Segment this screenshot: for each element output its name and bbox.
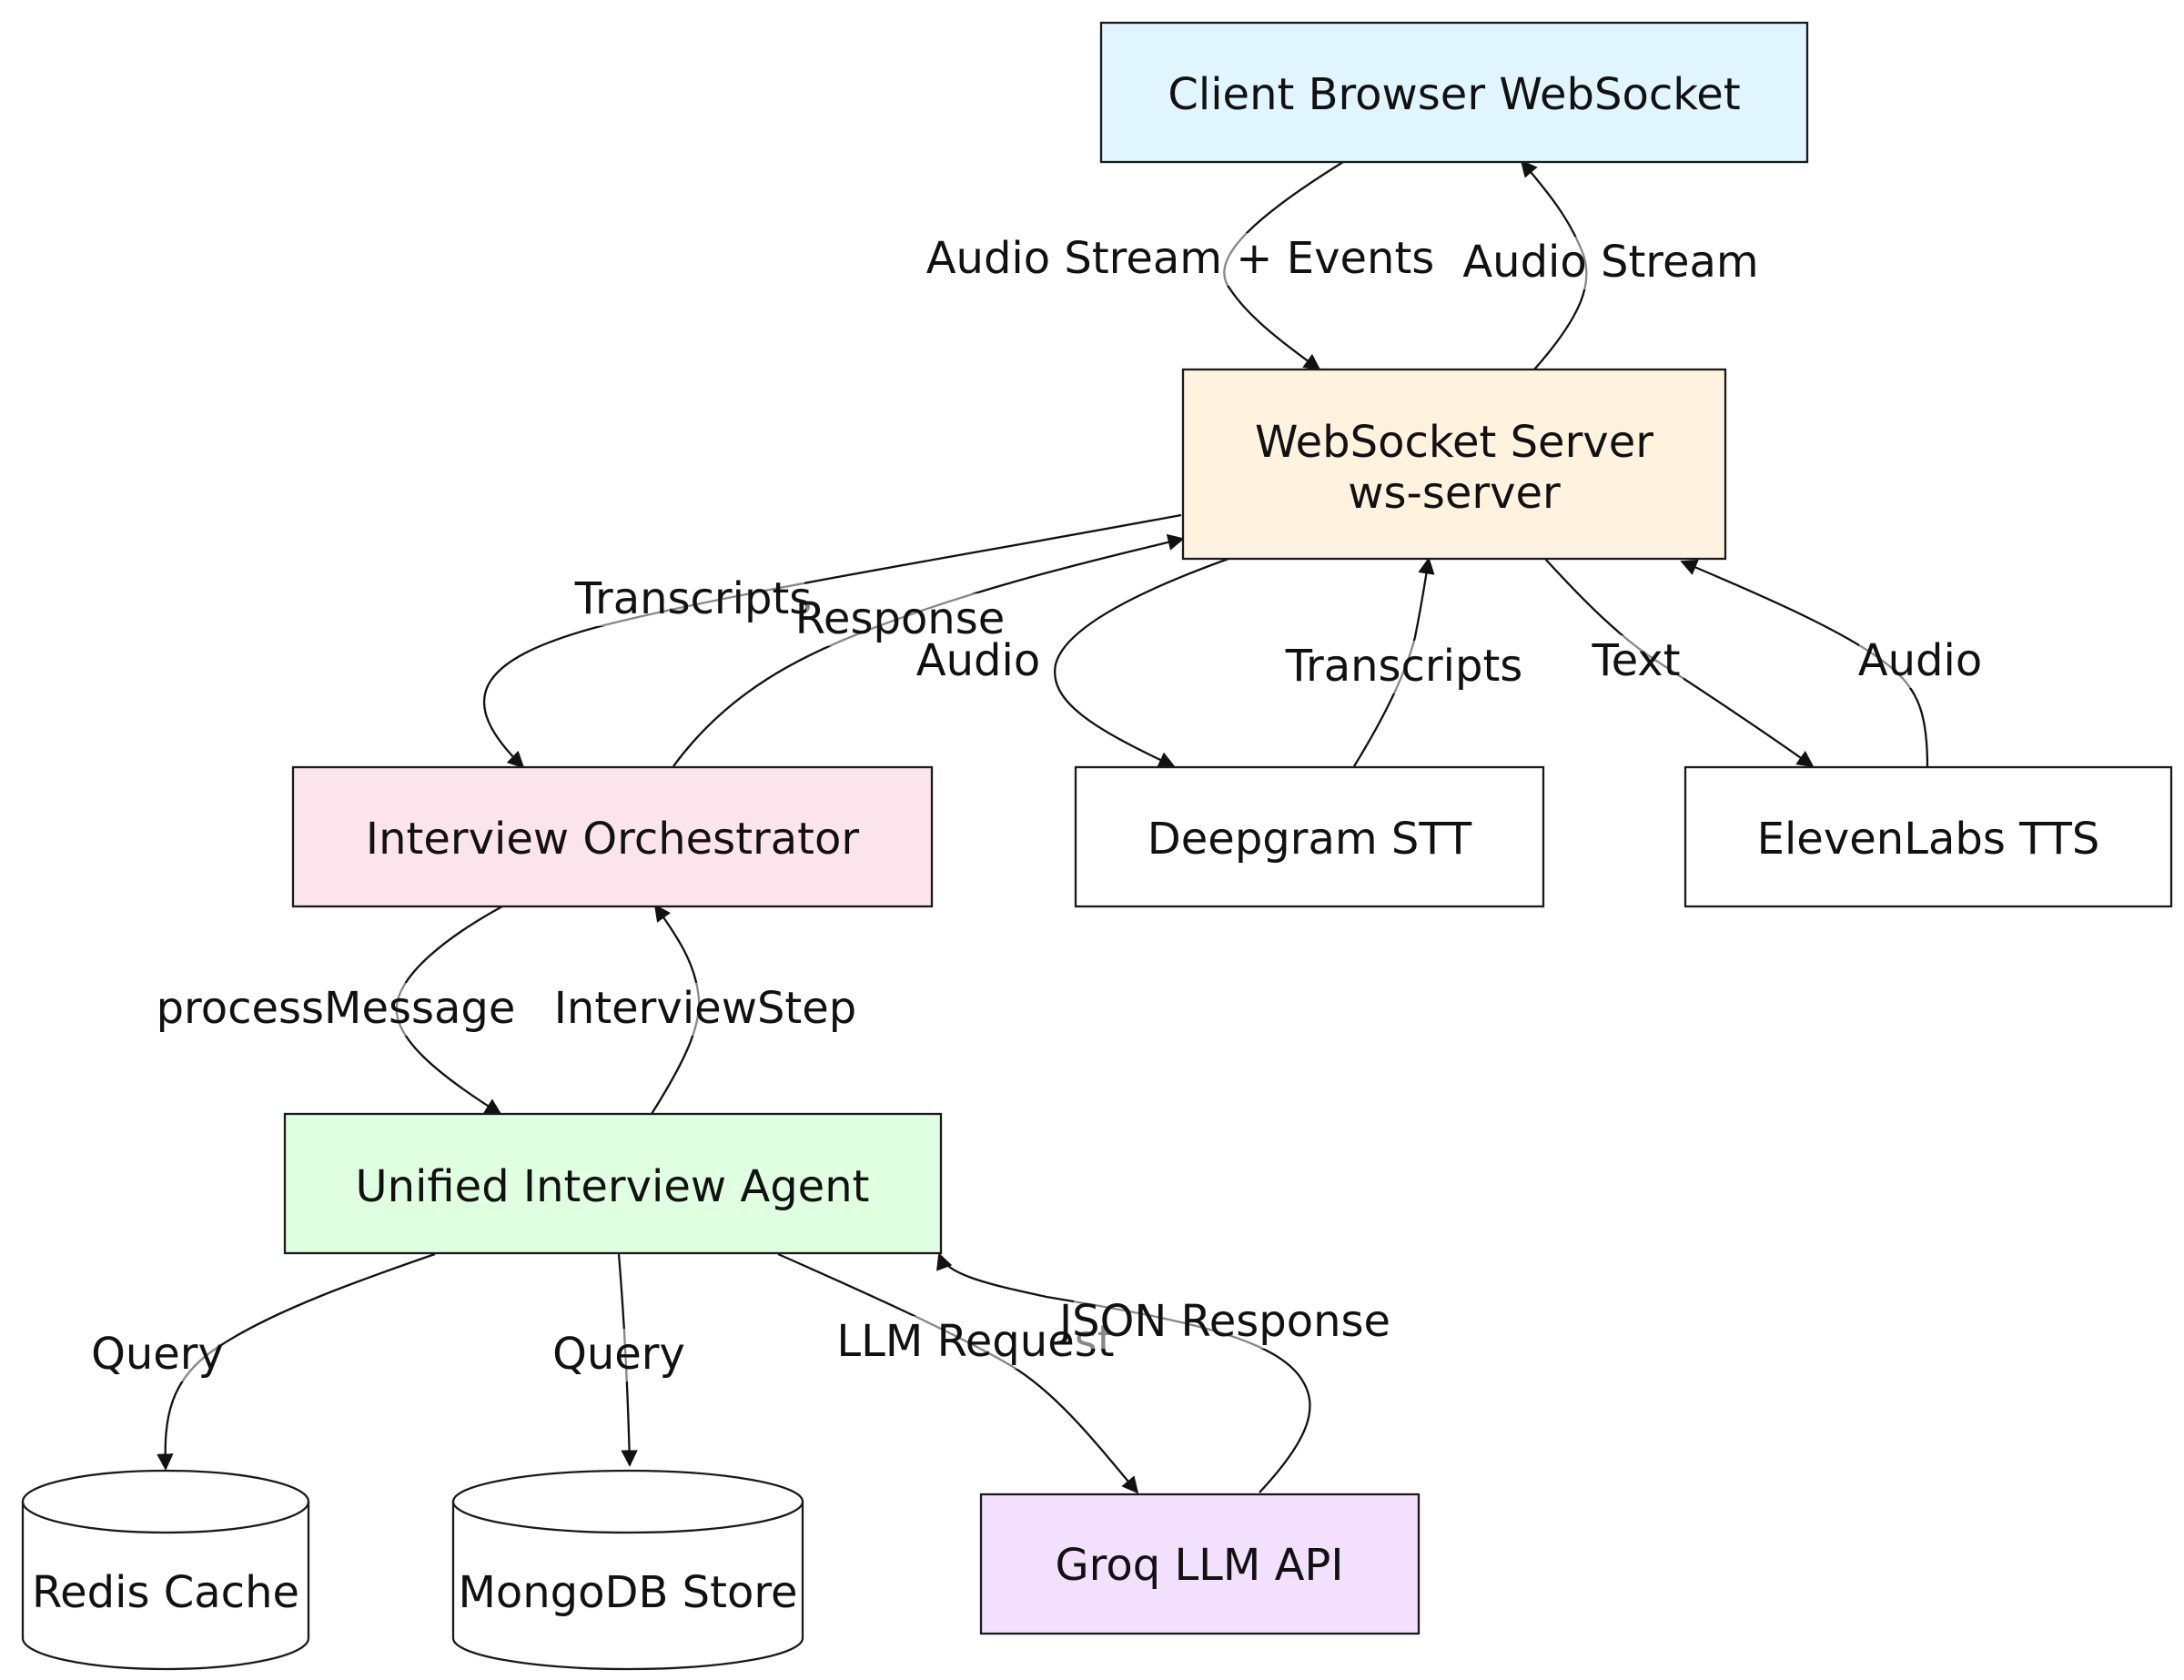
edge-label-agent-to-redis: Query: [91, 1329, 224, 1380]
edge-label-bg: [1074, 1296, 1376, 1349]
edge-label-bg: [917, 635, 1039, 688]
database-cylinder-icon: [21, 1469, 310, 1671]
edge-label-bg: [850, 1316, 1101, 1369]
node-groq-llm-api[interactable]: Groq LLM API: [979, 1493, 1421, 1635]
edge-client-to-ws: [1223, 161, 1344, 371]
edge-label-client-to-ws: Audio Stream + Events: [926, 233, 1435, 284]
edge-label-orchestrator-to-agent: processMessage: [157, 983, 516, 1034]
edge-label-bg: [1859, 635, 1981, 688]
node-interview-orchestrator[interactable]: Interview Orchestrator: [291, 765, 934, 908]
node-redis-cache[interactable]: Redis Cache: [21, 1469, 310, 1671]
node-elevenlabs-tts[interactable]: ElevenLabs TTS: [1684, 765, 2173, 908]
edge-label-bg: [96, 1329, 218, 1381]
edge-label-bg: [582, 573, 804, 626]
node-box: [291, 765, 934, 908]
edge-groq-to-agent: [936, 1252, 1311, 1493]
node-websocket-server[interactable]: WebSocket Server ws-server: [1181, 368, 1727, 561]
node-label-line2: ws-server: [1348, 468, 1561, 519]
node-label: MongoDB Store: [458, 1567, 797, 1618]
edge-label-bg: [951, 233, 1410, 286]
edge-label-bg: [1589, 635, 1684, 688]
node-box: [1074, 765, 1545, 908]
edge-label-ws-to-deepgram: Audio: [916, 635, 1040, 686]
node-label-line1: WebSocket Server: [1255, 417, 1653, 468]
node-box: [283, 1112, 943, 1255]
edge-label-agent-to-mongodb: Query: [552, 1329, 685, 1380]
node-deepgram-stt[interactable]: Deepgram STT: [1074, 765, 1545, 908]
edge-label-bg: [558, 1329, 680, 1381]
cylinder-top-rim: [21, 1501, 310, 1534]
edge-label-elevenlabs-to-ws: Audio: [1858, 635, 1982, 686]
edge-label-bg: [1474, 237, 1747, 289]
edge-label-agent-to-groq: LLM Request: [836, 1316, 1114, 1367]
edge-label-ws-to-client: Audio Stream: [1462, 237, 1758, 288]
edge-ws-to-deepgram: [1053, 557, 1229, 768]
node-mongodb-store[interactable]: MongoDB Store: [451, 1469, 804, 1671]
node-label: Deepgram STT: [1148, 814, 1472, 865]
edge-label-deepgram-to-ws: Transcripts: [1285, 641, 1523, 692]
nodes: Client Browser WebSocket WebSocket Serve…: [21, 21, 2173, 1671]
edge-label-ws-to-elevenlabs: Text: [1591, 635, 1680, 686]
node-client-browser[interactable]: Client Browser WebSocket: [1099, 21, 1809, 164]
node-box: [1181, 368, 1727, 561]
node-label: Redis Cache: [32, 1567, 299, 1618]
edge-label-agent-to-orchestrator: InterviewStep: [554, 983, 856, 1034]
node-label: Groq LLM API: [1055, 1540, 1343, 1591]
edge-agent-to-groq: [777, 1252, 1139, 1494]
edge-label-bg: [177, 983, 495, 1036]
node-label: ElevenLabs TTS: [1757, 814, 2100, 865]
node-box: [1684, 765, 2173, 908]
edge-labels: Audio Stream + Events Audio Stream Trans…: [91, 233, 1982, 1381]
edge-label-ws-to-orchestrator: Transcripts: [574, 573, 813, 624]
node-box: [979, 1493, 1421, 1635]
cylinder-top-rim: [451, 1501, 804, 1534]
node-box: [1099, 21, 1809, 164]
edge-label-bg: [1292, 641, 1516, 693]
edge-label-groq-to-agent: JSON Response: [1057, 1296, 1390, 1347]
node-label: Client Browser WebSocket: [1168, 69, 1740, 120]
edge-label-bg: [562, 983, 848, 1036]
node-label: Interview Orchestrator: [366, 814, 859, 865]
database-cylinder-icon: [451, 1469, 804, 1671]
edge-agent-to-redis: [157, 1252, 436, 1471]
node-label: Unified Interview Agent: [356, 1161, 870, 1212]
node-unified-interview-agent[interactable]: Unified Interview Agent: [283, 1112, 943, 1255]
